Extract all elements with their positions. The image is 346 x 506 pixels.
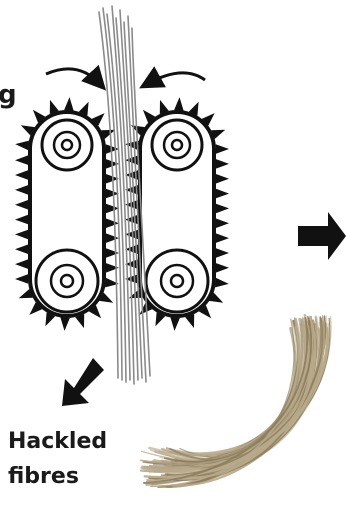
left-hackling-belt — [15, 97, 119, 331]
hackle-spike — [15, 185, 28, 195]
hackle-spike — [106, 144, 119, 154]
right-top-roller — [152, 120, 202, 170]
hackle-spike — [106, 248, 119, 258]
hackle-spike — [15, 215, 28, 225]
hackle-spike — [170, 317, 180, 331]
output-label-line2: fibres — [8, 464, 79, 489]
hackle-spike — [215, 278, 229, 288]
hackle-spike — [106, 263, 119, 273]
fibre-bundle-strand — [165, 319, 306, 468]
hackle-spike — [216, 204, 229, 214]
hackle-spike — [216, 189, 229, 199]
left-bottom-roller — [36, 250, 98, 312]
hackle-spike — [15, 155, 28, 165]
hackle-spike — [64, 97, 74, 111]
hackle-spike — [216, 263, 229, 273]
next-step-arrow-icon — [298, 212, 346, 260]
hackle-spike — [15, 245, 28, 255]
hackle-spike — [15, 200, 28, 210]
hackle-spike — [15, 230, 28, 240]
output-label-line1: Hackled — [8, 429, 107, 454]
hackle-spike — [60, 317, 70, 331]
hackle-spike — [106, 233, 119, 243]
hackle-spike — [106, 204, 119, 214]
hackle-spike — [216, 233, 229, 243]
left-rotation-arrow-icon — [46, 69, 100, 84]
output-arrow-icon — [62, 358, 104, 406]
fibre-bundle-strand — [155, 321, 298, 470]
right-bottom-roller — [146, 250, 208, 312]
fibre-bundle-strand — [173, 319, 300, 467]
hackle-spike — [15, 141, 29, 151]
hackle-spike — [15, 274, 28, 284]
hackle-spike — [216, 159, 229, 169]
fibre-bundle-strand — [144, 326, 308, 465]
fibre-bundle-strand — [172, 319, 302, 467]
hackle-spike — [216, 248, 229, 258]
hackle-spike — [174, 97, 184, 111]
hackled-fibre-bundle — [141, 315, 331, 487]
hackle-spike — [216, 144, 229, 154]
left-top-roller — [42, 120, 92, 170]
right-rotation-arrow-icon — [147, 73, 205, 84]
hackle-spike — [216, 174, 229, 184]
fibre-bundle-strand — [146, 320, 311, 463]
hackle-spike — [216, 219, 229, 229]
cut-off-label: g — [0, 80, 17, 110]
hackle-spike — [15, 170, 28, 180]
hackle-spike — [106, 219, 119, 229]
hackle-spike — [15, 259, 28, 269]
